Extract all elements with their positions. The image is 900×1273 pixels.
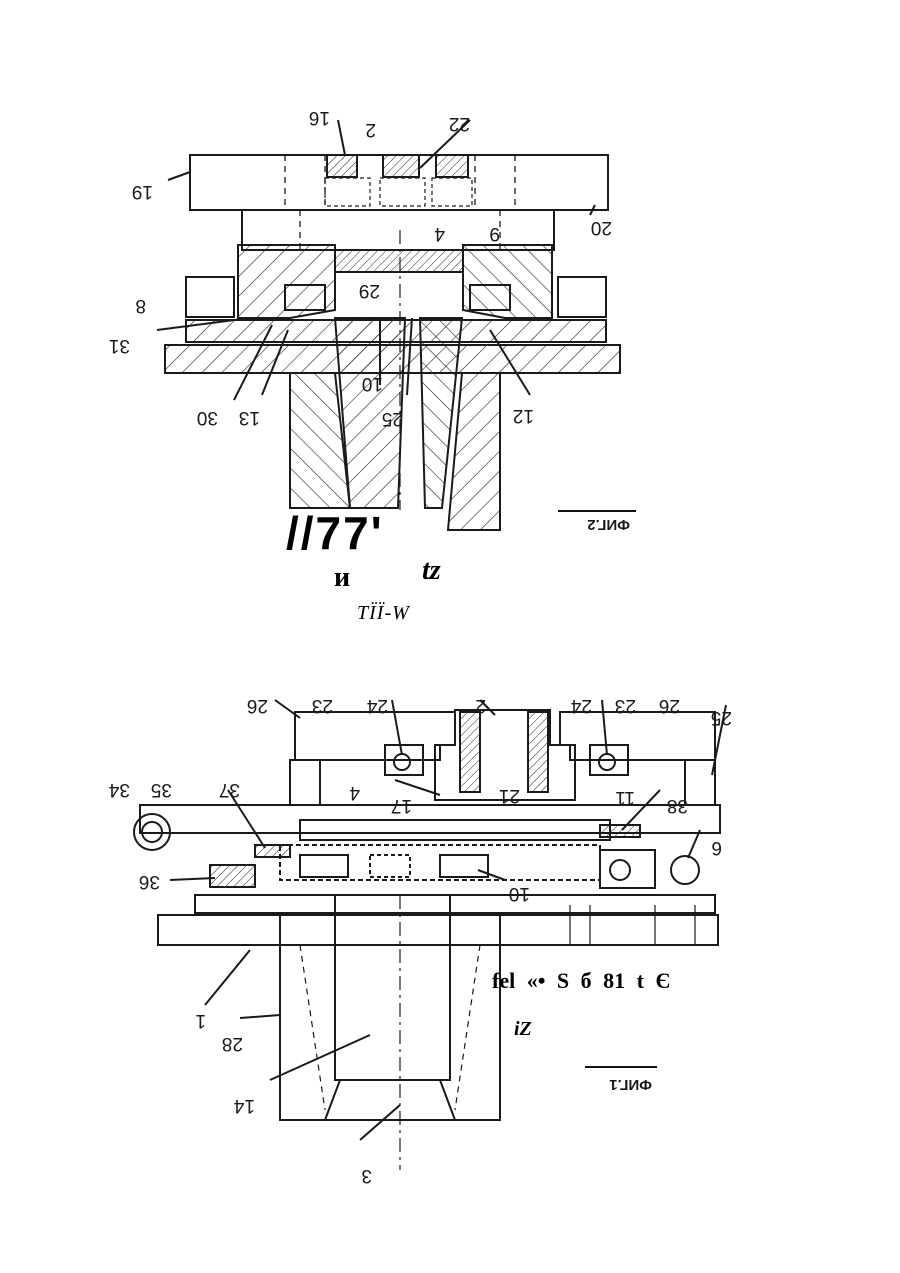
base-flange-bottom — [158, 915, 718, 945]
label-4-bottom: 4 — [349, 782, 360, 803]
label-29: 29 — [359, 280, 380, 301]
block-22b — [383, 155, 419, 177]
label-20: 20 — [591, 217, 612, 238]
block-22a — [327, 155, 357, 177]
ocr-text-row: fel «• S б 81 t Є — [492, 968, 670, 994]
block-22c — [436, 155, 468, 177]
label-22: 22 — [449, 113, 470, 134]
caption-fig-1: ФИГ.1 — [609, 1076, 652, 1093]
label-4: 4 — [434, 223, 445, 244]
label-38: 38 — [667, 795, 688, 816]
ocr-text-iz: iZ — [514, 1018, 532, 1041]
label-31: 31 — [109, 335, 130, 356]
label-34: 34 — [108, 779, 130, 800]
label-24a: 24 — [366, 695, 388, 716]
lower-plate — [195, 895, 715, 913]
figure-1-labels: 26 23 24 2 24 23 26 25 34 35 37 4 17 21 … — [108, 695, 732, 1186]
caption-fig-2: ФИГ.2 — [587, 516, 630, 533]
label-8: 8 — [135, 295, 146, 316]
label-19: 19 — [132, 181, 153, 202]
label-23b: 23 — [615, 695, 636, 716]
label-21: 21 — [499, 785, 520, 806]
body-right — [448, 373, 500, 530]
ocr-text-tz: tz — [422, 555, 441, 587]
label-11: 11 — [615, 787, 635, 808]
ocr-text-cyr: и — [334, 562, 350, 594]
label-26b: 26 — [659, 695, 680, 716]
housing-left — [238, 245, 335, 318]
label-12: 12 — [513, 405, 534, 426]
figure-2-drawing — [157, 120, 620, 530]
label-9: 9 — [489, 223, 500, 244]
label-2-bottom: 2 — [475, 695, 486, 716]
ocr-text-big: //77' — [286, 506, 384, 560]
block-left-23 — [295, 712, 455, 760]
label-28: 28 — [222, 1033, 243, 1054]
label-26a: 26 — [247, 695, 268, 716]
label-37: 37 — [219, 779, 240, 800]
label-1: 1 — [195, 1010, 206, 1031]
ocr-text-tw: ТЇЇ-W — [357, 602, 410, 625]
label-2: 2 — [365, 119, 376, 140]
label-24b: 24 — [570, 695, 592, 716]
label-6: 6 — [711, 837, 722, 858]
label-25-bottom: 25 — [711, 707, 732, 728]
plate-4-21 — [300, 820, 610, 840]
label-30: 30 — [197, 407, 218, 428]
label-35: 35 — [151, 779, 172, 800]
label-3: 3 — [361, 1165, 372, 1186]
label-10: 10 — [362, 373, 383, 394]
label-10-bottom: 10 — [509, 883, 530, 904]
label-23a: 23 — [312, 695, 333, 716]
figure-1-drawing — [134, 700, 726, 1170]
label-13: 13 — [239, 407, 260, 428]
housing-right — [463, 245, 552, 318]
label-14: 14 — [233, 1095, 255, 1116]
label-17: 17 — [391, 795, 412, 816]
label-16: 16 — [309, 107, 330, 128]
label-25: 25 — [382, 408, 403, 429]
block-right-23 — [560, 712, 715, 760]
label-36: 36 — [139, 871, 160, 892]
hub-4 — [335, 250, 463, 272]
